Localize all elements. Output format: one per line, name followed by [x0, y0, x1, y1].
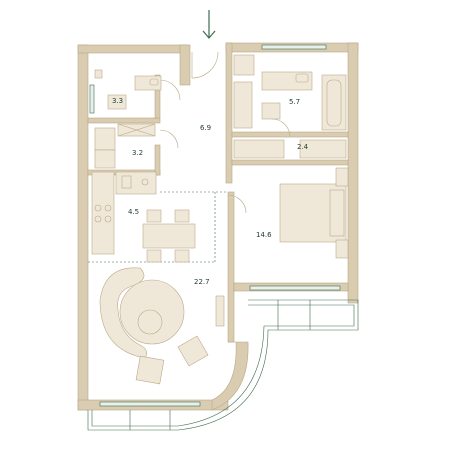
label-hall: 6.9 — [200, 124, 211, 132]
coffee-table — [137, 309, 163, 335]
label-storage: 3.2 — [132, 149, 143, 157]
wall-wc-right — [154, 74, 161, 119]
wall-hall-right — [225, 42, 233, 184]
chair-2 — [174, 209, 190, 223]
door-wc — [159, 79, 181, 101]
door-entrance — [191, 51, 219, 79]
wc-toilet — [107, 94, 127, 110]
stove-burner-1 — [94, 204, 102, 212]
nightstand-1 — [335, 167, 349, 187]
armchair-2 — [177, 335, 209, 367]
balcony-outline — [87, 299, 359, 431]
stove-burner-3 — [94, 215, 102, 223]
storage-washer — [94, 127, 116, 151]
stove-burner-4 — [104, 215, 112, 223]
window-bath — [261, 44, 327, 50]
label-living: 22.7 — [194, 278, 210, 286]
wall-right — [347, 42, 359, 304]
bathtub-inner — [326, 79, 342, 127]
kitchen-tap — [141, 178, 149, 186]
bath-washer — [233, 54, 255, 76]
wall-bedroom-left — [227, 191, 235, 343]
wall-left — [77, 44, 89, 411]
wall-wc-bottom — [87, 117, 161, 124]
label-kitchen: 4.5 — [128, 208, 139, 216]
down-arrow-icon — [202, 10, 216, 39]
window-wc — [89, 84, 95, 114]
door-storage — [159, 129, 179, 149]
wardrobe-2 — [299, 139, 347, 159]
wc-heater — [94, 69, 103, 79]
wall-curve — [211, 341, 249, 411]
closet-fixtures — [233, 139, 347, 159]
zone-lines — [88, 191, 228, 263]
bath-toilet — [261, 102, 281, 120]
living-fixtures — [99, 267, 225, 385]
doors — [159, 51, 291, 214]
label-wc: 3.3 — [112, 97, 123, 105]
door-bedroom — [227, 194, 247, 214]
stove-burner-2 — [104, 204, 112, 212]
balcony-inner — [91, 304, 355, 427]
nightstand-2 — [335, 239, 349, 259]
armchair-1 — [135, 355, 165, 385]
window-bedroom — [249, 285, 341, 291]
chair-3 — [146, 249, 162, 263]
balcony — [87, 299, 359, 431]
wall-top-left — [77, 44, 189, 54]
bath-fixtures — [233, 54, 347, 131]
wardrobe-1 — [233, 139, 285, 159]
storage-dryer — [94, 149, 116, 169]
kitchen-fixtures — [91, 171, 196, 263]
wall-shaft — [179, 44, 191, 86]
label-closet: 2.4 — [297, 143, 309, 151]
storage-fixtures — [94, 123, 156, 169]
chair-1 — [146, 209, 162, 223]
wc-sink-bowl — [149, 78, 159, 86]
label-bedroom: 14.6 — [256, 231, 272, 239]
window-living — [99, 401, 201, 407]
bedroom-fixtures — [279, 167, 349, 259]
kitchen-sink — [121, 175, 132, 189]
bed-headboard — [329, 189, 345, 237]
label-bathroom: 5.7 — [289, 98, 300, 106]
windows — [89, 44, 341, 407]
tv-stand — [215, 295, 225, 327]
room-labels: 3.3 6.9 3.2 5.7 2.4 4.5 14.6 22.7 — [112, 97, 309, 286]
bath-sink-bowl — [295, 73, 309, 83]
kitchen-counter — [91, 171, 115, 255]
bath-shelving — [233, 81, 253, 129]
chair-4 — [174, 249, 190, 263]
wall-closet-bottom — [231, 159, 349, 166]
wc-fixtures — [94, 69, 162, 110]
wall-storage-right — [154, 144, 161, 176]
dining-table — [142, 223, 196, 249]
